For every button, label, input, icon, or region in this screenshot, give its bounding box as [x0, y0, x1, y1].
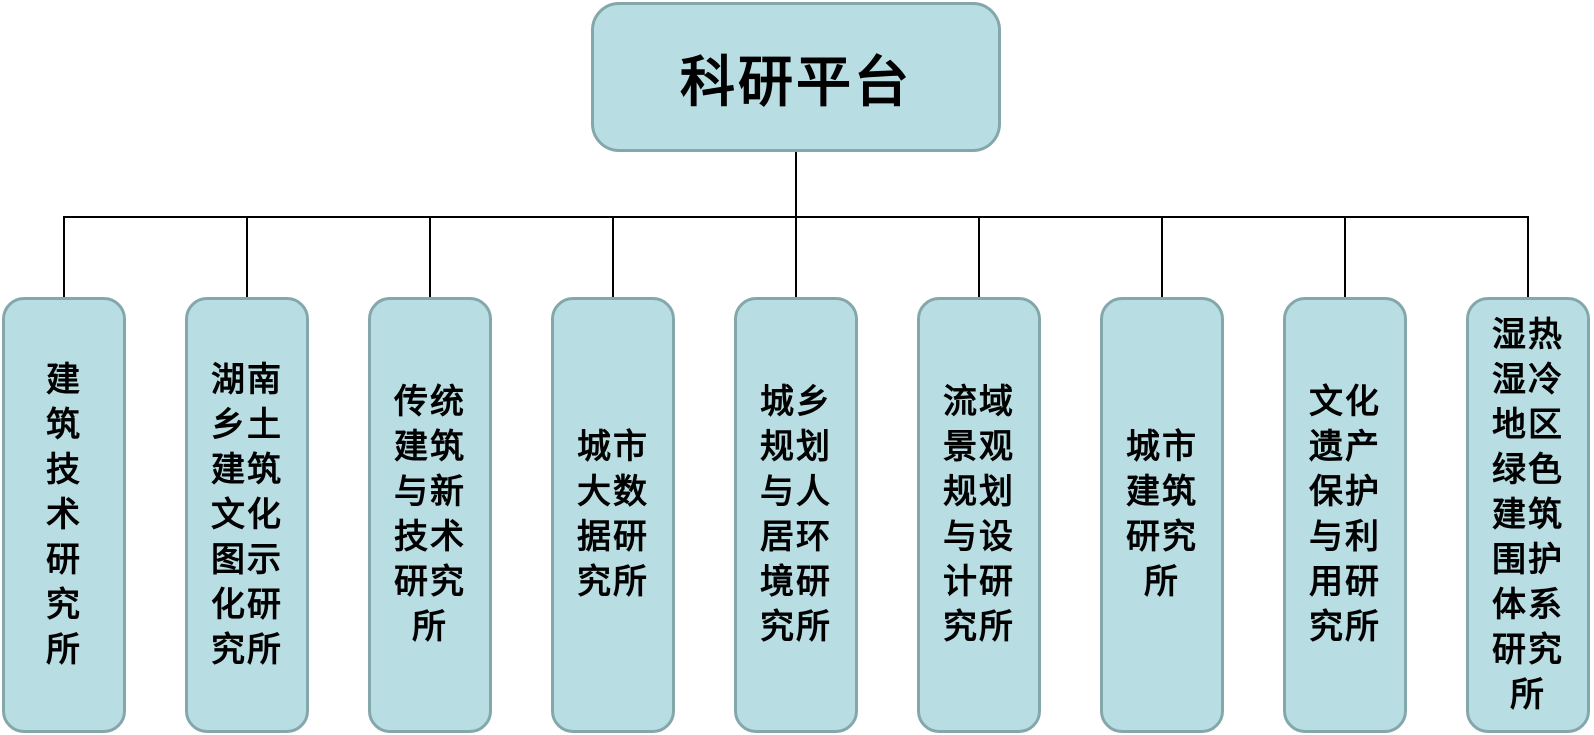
child-node-4: 城市 大数 据研 究所 — [551, 297, 675, 733]
child-node-4-label: 城市 大数 据研 究所 — [577, 428, 649, 601]
child-node-9: 湿热 湿冷 地区 绿色 建筑 围护 体系 研究 所 — [1466, 297, 1590, 733]
child-node-9-label: 湿热 湿冷 地区 绿色 建筑 围护 体系 研究 所 — [1492, 315, 1564, 714]
child-node-2: 湖南 乡土 建筑 文化 图示 化研 究所 — [185, 297, 309, 733]
child-node-1-label: 建 筑 技 术 研 究 所 — [46, 360, 82, 669]
child-node-5: 城乡 规划 与人 居环 境研 究所 — [734, 297, 858, 733]
child-node-7: 城市 建筑 研究 所 — [1100, 297, 1224, 733]
child-node-8: 文化 遗产 保护 与利 用研 究所 — [1283, 297, 1407, 733]
child-node-3-label: 传统 建筑 与新 技术 研究 所 — [394, 383, 466, 646]
root-node-research-platform: 科研平台 — [591, 2, 1001, 152]
root-node-label: 科研平台 — [679, 51, 912, 113]
child-node-5-label: 城乡 规划 与人 居环 境研 究所 — [760, 383, 832, 646]
child-node-6-label: 流域 景观 规划 与设 计研 究所 — [943, 383, 1015, 646]
child-node-3: 传统 建筑 与新 技术 研究 所 — [368, 297, 492, 733]
child-node-6: 流域 景观 规划 与设 计研 究所 — [917, 297, 1041, 733]
child-node-7-label: 城市 建筑 研究 所 — [1126, 428, 1198, 601]
child-node-2-label: 湖南 乡土 建筑 文化 图示 化研 究所 — [211, 360, 283, 669]
child-node-1: 建 筑 技 术 研 究 所 — [2, 297, 126, 733]
child-node-8-label: 文化 遗产 保护 与利 用研 究所 — [1309, 383, 1381, 646]
